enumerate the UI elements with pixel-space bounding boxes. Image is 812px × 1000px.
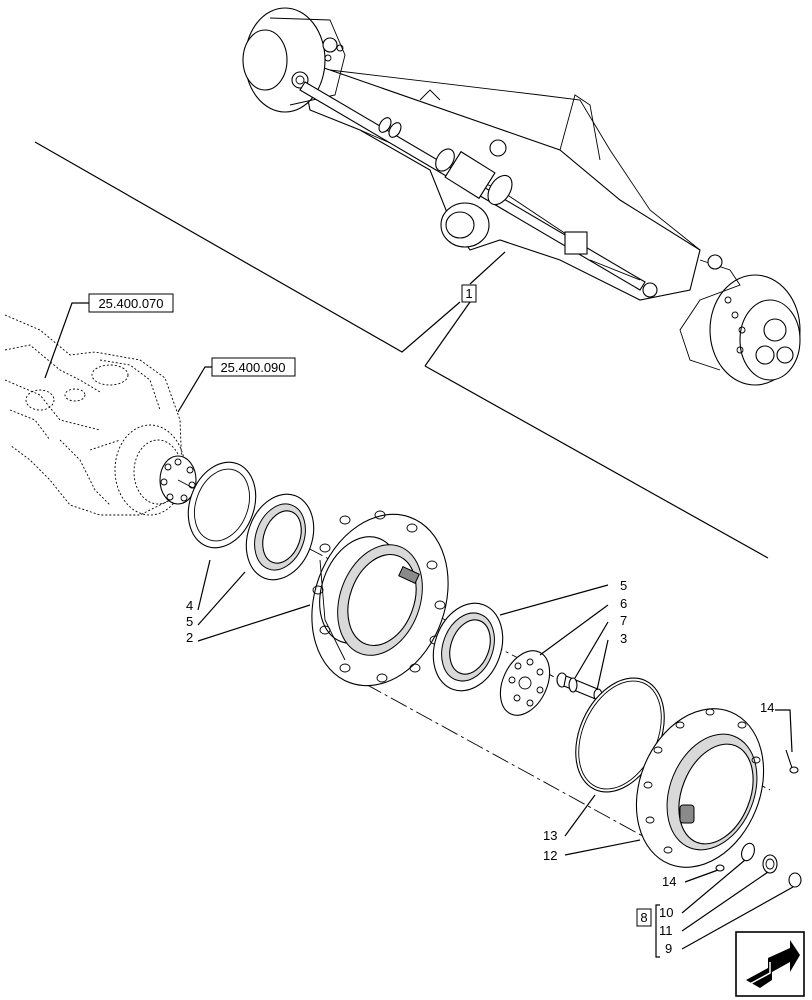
svg-text:8: 8 [640,910,647,925]
callout-7: 7 [620,613,627,628]
hub-cover-12 [635,708,765,868]
axle-assembly [242,7,801,386]
screw-14-bottom [715,864,725,872]
phantom-knuckle [4,314,186,516]
plug-9 [788,872,802,888]
callout-4: 4 [186,598,193,613]
callout-box-1[interactable]: 1 [461,284,477,303]
ref-lower-leader [177,366,212,413]
svg-text:25.400.090: 25.400.090 [220,360,285,375]
callout-3: 3 [620,631,627,646]
seal-5-left [245,493,315,581]
leader-2 [197,604,311,642]
screw-14-top [785,749,799,774]
svg-text:25.400.070: 25.400.070 [98,296,163,311]
leader-5-left [197,571,246,626]
leader-13 [564,794,596,837]
leader-3 [596,639,609,691]
snap-ring-10 [741,842,755,862]
bolt-3-washer-7 [556,672,603,702]
callout-5-right: 5 [620,578,627,593]
wheel-hub-2 [311,510,449,687]
callout-box-8[interactable]: 8 [636,908,652,927]
callout-5-left: 5 [186,614,193,629]
section-line-upper [34,141,461,353]
callout-2: 2 [186,630,193,645]
leader-9 [681,886,794,950]
callout-11: 11 [659,923,673,938]
svg-text:1: 1 [465,286,472,301]
leader-6 [539,604,609,656]
leader-11 [681,871,769,932]
callout-13: 13 [543,828,557,843]
leader-12 [564,839,641,856]
reference-box-lower[interactable]: 25.400.090 [211,357,296,377]
leader-14-bottom [684,869,719,883]
seal-5-right [432,602,504,692]
callout-9: 9 [665,941,672,956]
callout-6: 6 [620,596,627,611]
bracket-8 [655,904,660,958]
leader-4 [197,559,211,611]
leader-10 [681,859,746,914]
arrow-right-icon[interactable] [735,931,805,997]
retaining-plate-6 [499,650,551,716]
reference-box-upper[interactable]: 25.400.070 [88,293,174,313]
o-ring-4 [187,461,257,549]
callout-1-leader-up [469,251,506,285]
ref-upper-leader [44,302,89,379]
leader-5-right [499,584,609,616]
callout-12: 12 [543,848,557,863]
leader-14-top [775,709,793,753]
section-line-lower [424,365,769,559]
callout-14-bottom: 14 [662,874,676,889]
plug-11 [762,854,778,874]
leader-7 [574,621,609,679]
assembly-axis-lower [339,669,691,863]
callout-14-top: 14 [760,700,774,715]
callout-10: 10 [659,905,673,920]
callout-1-leader [424,301,471,367]
